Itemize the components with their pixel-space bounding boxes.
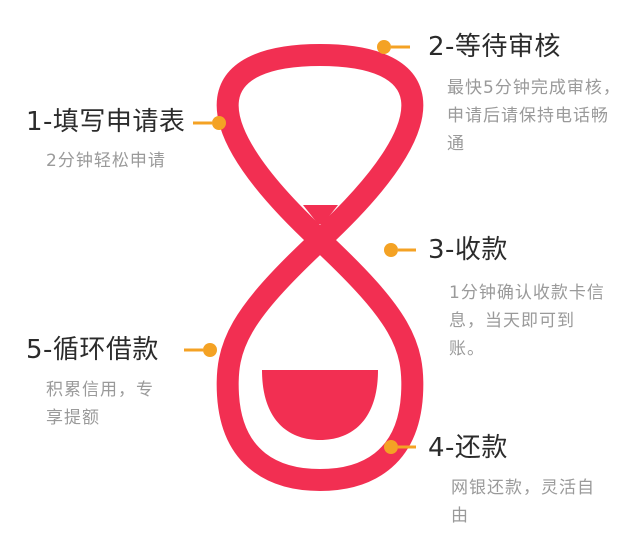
connector-step-4	[384, 440, 416, 454]
step-1-title: 1-填写申请表	[26, 107, 186, 137]
connector-step-5	[184, 343, 217, 357]
step-5-title: 5-循环借款	[26, 335, 159, 365]
connector-step-2	[377, 40, 410, 54]
step-3-desc: 1分钟确认收款卡信息，当天即可到账。	[449, 283, 605, 359]
step-1-desc: 2分钟轻松申请	[46, 151, 166, 171]
hourglass-figure-eight	[216, 44, 424, 491]
hourglass-top-sand	[303, 205, 338, 224]
step-3-title: 3-收款	[428, 235, 508, 265]
hourglass-bottom-sand	[262, 370, 378, 440]
step-2-title: 2-等待审核	[428, 32, 561, 62]
step-5-desc: 积累信用，专享提额	[46, 380, 154, 428]
step-4-title: 4-还款	[428, 433, 508, 463]
connector-step-1	[193, 116, 226, 130]
step-4-desc: 网银还款，灵活自由	[451, 478, 595, 526]
connector-step-3	[384, 243, 416, 257]
step-2-desc: 最快5分钟完成审核，申请后请保持电话畅通	[447, 78, 621, 154]
